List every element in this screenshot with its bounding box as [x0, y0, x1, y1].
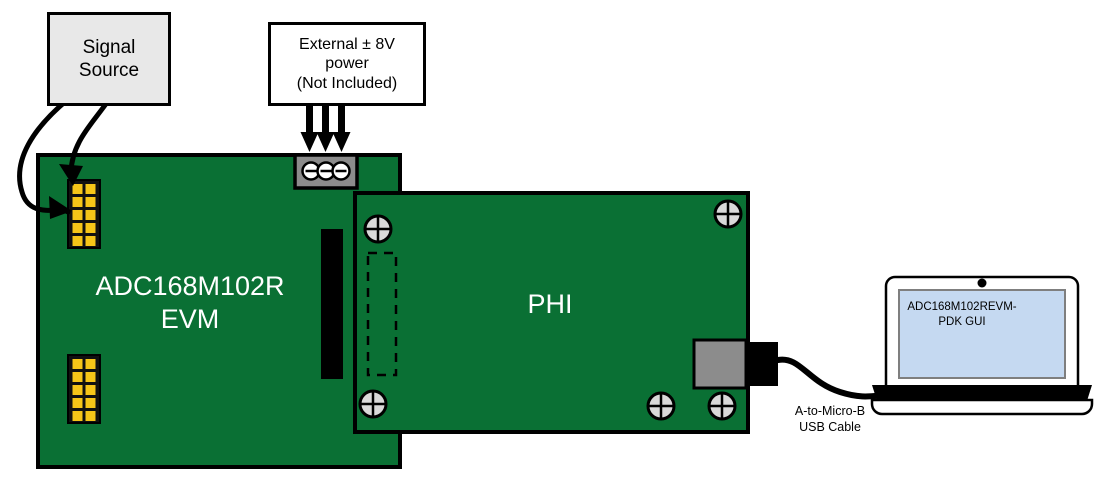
- power-arrow-1: [300, 104, 319, 152]
- screw-top-left: [363, 214, 393, 244]
- power-arrow-2: [316, 104, 335, 152]
- external-power-line-2: power: [325, 55, 369, 73]
- usb-plug: [745, 342, 778, 386]
- signal-source-line-1: Signal: [82, 36, 136, 58]
- terminal-block: [293, 153, 359, 190]
- signal-arrow-head-1: [49, 196, 72, 219]
- signal-arrow-curve-2: [68, 98, 111, 175]
- laptop-chassis: [870, 398, 1094, 416]
- phi-board: [353, 191, 750, 434]
- screw-top-right: [713, 199, 743, 229]
- board-to-board-connector: [321, 229, 343, 379]
- gui-label-line-2: PDK GUI: [938, 315, 986, 328]
- header-bottom: [67, 354, 101, 424]
- usb-cable-line-2: USB Cable: [799, 419, 861, 434]
- usb-port: [692, 338, 748, 390]
- external-power-line-1: External ± 8V: [299, 35, 395, 53]
- signal-source-block: Signal Source: [47, 12, 171, 106]
- laptop: [870, 275, 1094, 416]
- phi-board-silkscreen-label: PHI: [470, 288, 630, 321]
- laptop-screen-gui-label: ADC168M102REVM- PDK GUI: [900, 300, 1024, 330]
- laptop-webcam-icon: [977, 278, 987, 288]
- connector-footprint-outline: [366, 251, 398, 377]
- screw-bottom-right: [707, 391, 737, 421]
- mounting-screws: [358, 199, 743, 421]
- signal-arrows: [17, 98, 111, 219]
- evm-board-silkscreen-label: ADC168M102R EVM: [60, 270, 320, 336]
- evm-label-line-2: EVM: [160, 303, 220, 334]
- usb-cable-line-1: A-to-Micro-B: [794, 404, 866, 418]
- evm-label-line-1: ADC168M102R: [95, 271, 285, 301]
- power-arrows: [300, 104, 351, 152]
- power-arrow-3: [332, 104, 351, 152]
- screw-bottom-mid: [646, 391, 676, 421]
- external-power-line-3: (Not Included): [296, 74, 398, 92]
- signal-arrow-head-2: [59, 164, 83, 186]
- phi-label-text: PHI: [527, 289, 573, 319]
- screw-bottom-left: [358, 389, 388, 419]
- external-power-block: External ± 8V power (Not Included): [268, 22, 426, 106]
- signal-source-line-2: Source: [78, 60, 140, 81]
- gui-label-line-1: ADC168M102REVM-: [907, 301, 1017, 313]
- header-top: [67, 179, 101, 249]
- laptop-screen: [898, 289, 1066, 379]
- usb-cable: [775, 356, 889, 400]
- usb-cable-caption: A-to-Micro-B USB Cable: [772, 404, 888, 435]
